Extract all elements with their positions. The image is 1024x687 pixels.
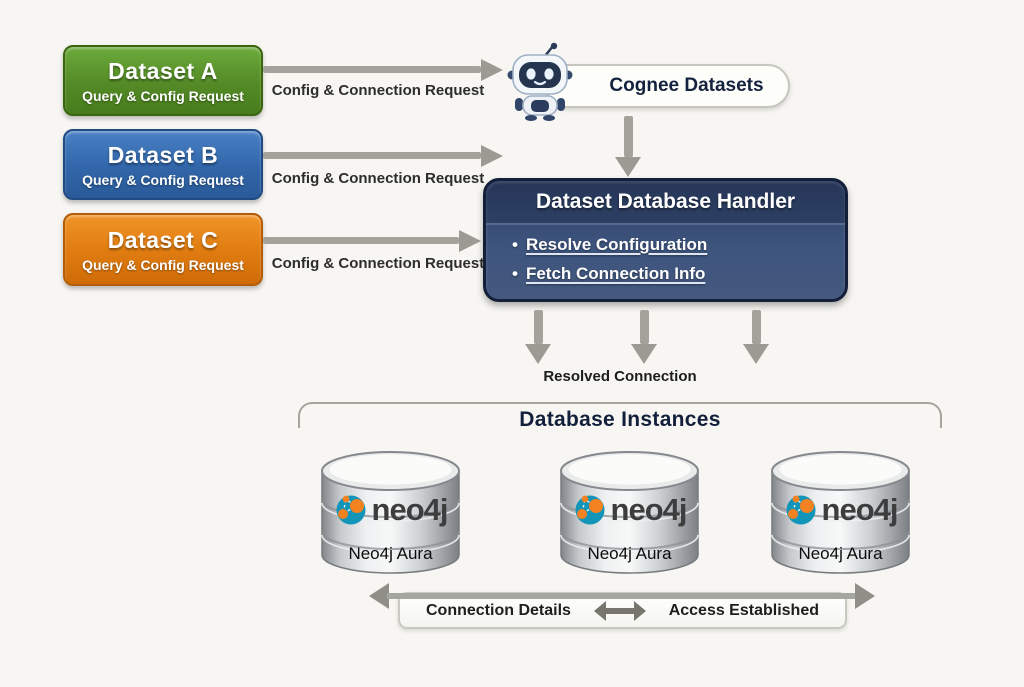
dataset-a-title: Dataset A — [108, 57, 218, 84]
neo4j-aura-label: Neo4j Aura — [587, 544, 672, 563]
bullet-dot-icon: • — [512, 264, 518, 283]
neo4j-sphere-icon — [336, 495, 366, 525]
request-arrow-label: Config & Connection Request — [271, 170, 485, 187]
handler-bullet-label: Resolve Configuration — [525, 235, 708, 254]
bullet-dot-icon: • — [512, 235, 518, 254]
down-arrow-icon — [640, 310, 649, 344]
dataset-b-title: Dataset B — [107, 141, 219, 168]
database-cylinder-icon — [321, 451, 460, 574]
resolved-connection-label: Resolved Connection — [543, 368, 697, 385]
neo4j-instance-1: neo4j Neo4j Aura — [318, 447, 463, 577]
cognee-datasets-label: Cognee Datasets — [609, 75, 764, 96]
handler-bullet-item: • Fetch Connection Info — [512, 264, 845, 284]
double-arrow-shaft — [387, 593, 857, 599]
neo4j-wordmark: neo4j — [821, 492, 899, 527]
robot-icon — [507, 42, 573, 121]
dataset-a-box: Dataset A Query & Config Request — [63, 45, 263, 116]
neo4j-instance-3: neo4j Neo4j Aura — [768, 447, 913, 577]
database-cylinder-icon — [771, 451, 910, 574]
down-arrow-icon — [624, 116, 633, 157]
down-arrow-icon — [615, 157, 641, 177]
database-cylinder-icon — [560, 451, 699, 574]
right-arrow-icon — [481, 59, 503, 81]
neo4j-sphere-icon — [786, 495, 816, 525]
right-arrow-icon — [263, 152, 481, 159]
request-arrow-label: Config & Connection Request — [271, 82, 485, 99]
handler-title: Dataset Database Handler — [486, 181, 845, 225]
down-arrow-icon — [534, 310, 543, 344]
database-instances-bracket — [298, 402, 942, 428]
double-arrow-icon — [593, 600, 646, 621]
request-arrow-label: Config & Connection Request — [271, 255, 485, 272]
neo4j-logo: neo4j — [557, 491, 702, 529]
neo4j-wordmark: neo4j — [610, 492, 688, 527]
left-arrow-icon — [369, 583, 389, 609]
dataset-b-subtitle: Query & Config Request — [82, 171, 244, 188]
dataset-c-box: Dataset C Query & Config Request — [63, 213, 263, 286]
down-arrow-icon — [525, 344, 551, 364]
handler-bullet-label: Fetch Connection Info — [525, 264, 706, 283]
access-established-label: Access Established — [668, 601, 819, 619]
neo4j-wordmark: neo4j — [371, 492, 449, 527]
down-arrow-icon — [743, 344, 769, 364]
down-arrow-icon — [631, 344, 657, 364]
dataset-c-title: Dataset C — [107, 226, 219, 253]
handler-bullet-list: • Resolve Configuration • Fetch Connecti… — [486, 225, 845, 284]
cognee-datasets-pill: Cognee Datasets — [545, 64, 790, 108]
neo4j-instance-2: neo4j Neo4j Aura — [557, 447, 702, 577]
dataset-c-subtitle: Query & Config Request — [82, 256, 244, 273]
right-arrow-icon — [459, 230, 481, 252]
connection-details-label: Connection Details — [426, 601, 571, 619]
down-arrow-icon — [752, 310, 761, 344]
right-arrow-icon — [855, 583, 875, 609]
right-arrow-icon — [481, 145, 503, 167]
handler-bullet-item: • Resolve Configuration — [512, 235, 845, 255]
database-instances-title: Database Instances — [519, 408, 721, 431]
neo4j-aura-label: Neo4j Aura — [798, 544, 883, 563]
dataset-database-handler-box: Dataset Database Handler • Resolve Confi… — [483, 178, 848, 302]
neo4j-aura-label: Neo4j Aura — [348, 544, 433, 563]
right-arrow-icon — [263, 66, 481, 73]
neo4j-logo: neo4j — [768, 491, 913, 529]
dataset-b-box: Dataset B Query & Config Request — [63, 129, 263, 200]
neo4j-logo: neo4j — [318, 491, 463, 529]
dataset-a-subtitle: Query & Config Request — [82, 87, 244, 104]
neo4j-sphere-icon — [575, 495, 605, 525]
right-arrow-icon — [263, 237, 459, 244]
